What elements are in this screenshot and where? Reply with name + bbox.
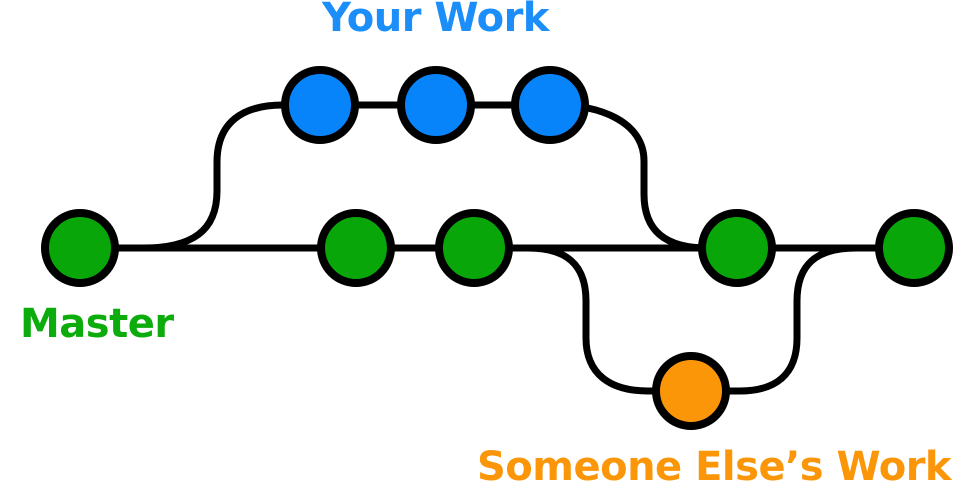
commit-node-your-work-1	[281, 66, 359, 144]
master-label: Master	[20, 301, 174, 347]
commit-node-master-2	[317, 209, 395, 287]
commit-layer	[41, 66, 953, 430]
commit-node-your-work-3	[511, 66, 589, 144]
commit-node-master-head	[875, 209, 953, 287]
your-work-label: Your Work	[322, 0, 549, 41]
commit-node-master-3	[435, 209, 513, 287]
someone-else-branch-path	[527, 244, 857, 395]
commit-node-master-merge	[698, 209, 776, 287]
someone-else-work-label: Someone Else’s Work	[477, 444, 952, 490]
commit-node-someone-else-1	[652, 352, 730, 430]
commit-node-master-1	[41, 209, 119, 287]
commit-node-your-work-2	[397, 66, 475, 144]
